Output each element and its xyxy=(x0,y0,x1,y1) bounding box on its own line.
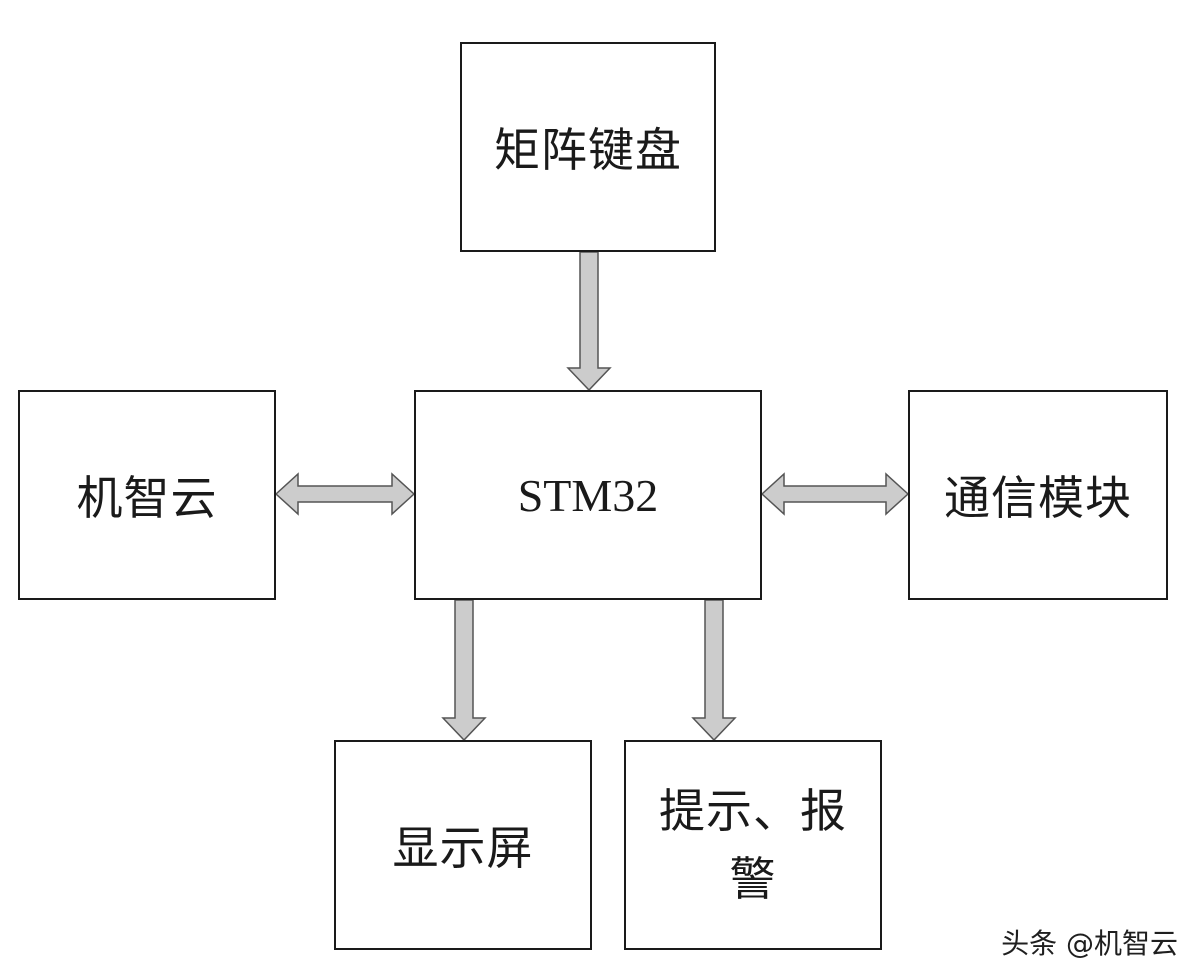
stm32-label: STM32 xyxy=(517,469,659,521)
arrow-mcu-to-display xyxy=(441,599,487,742)
stm32-node: STM32 xyxy=(414,390,762,600)
alert-alarm-label: 提示、报警 xyxy=(659,784,847,906)
arrow-keyboard-to-mcu xyxy=(566,251,612,392)
alert-alarm-node: 提示、报警 xyxy=(624,740,882,950)
communication-module-label: 通信模块 xyxy=(944,471,1132,525)
cloud-node: 机智云 xyxy=(18,390,276,600)
watermark-text: 头条 @机智云 xyxy=(1001,927,1178,960)
arrow-mcu-to-alarm xyxy=(691,599,737,742)
arrow-cloud-mcu xyxy=(274,472,416,516)
communication-module-node: 通信模块 xyxy=(908,390,1168,600)
display-screen-node: 显示屏 xyxy=(334,740,592,950)
matrix-keyboard-label: 矩阵键盘 xyxy=(494,123,682,177)
display-screen-label: 显示屏 xyxy=(392,821,534,875)
arrow-mcu-comm xyxy=(760,472,910,516)
matrix-keyboard-node: 矩阵键盘 xyxy=(460,42,716,252)
cloud-label: 机智云 xyxy=(76,471,218,525)
